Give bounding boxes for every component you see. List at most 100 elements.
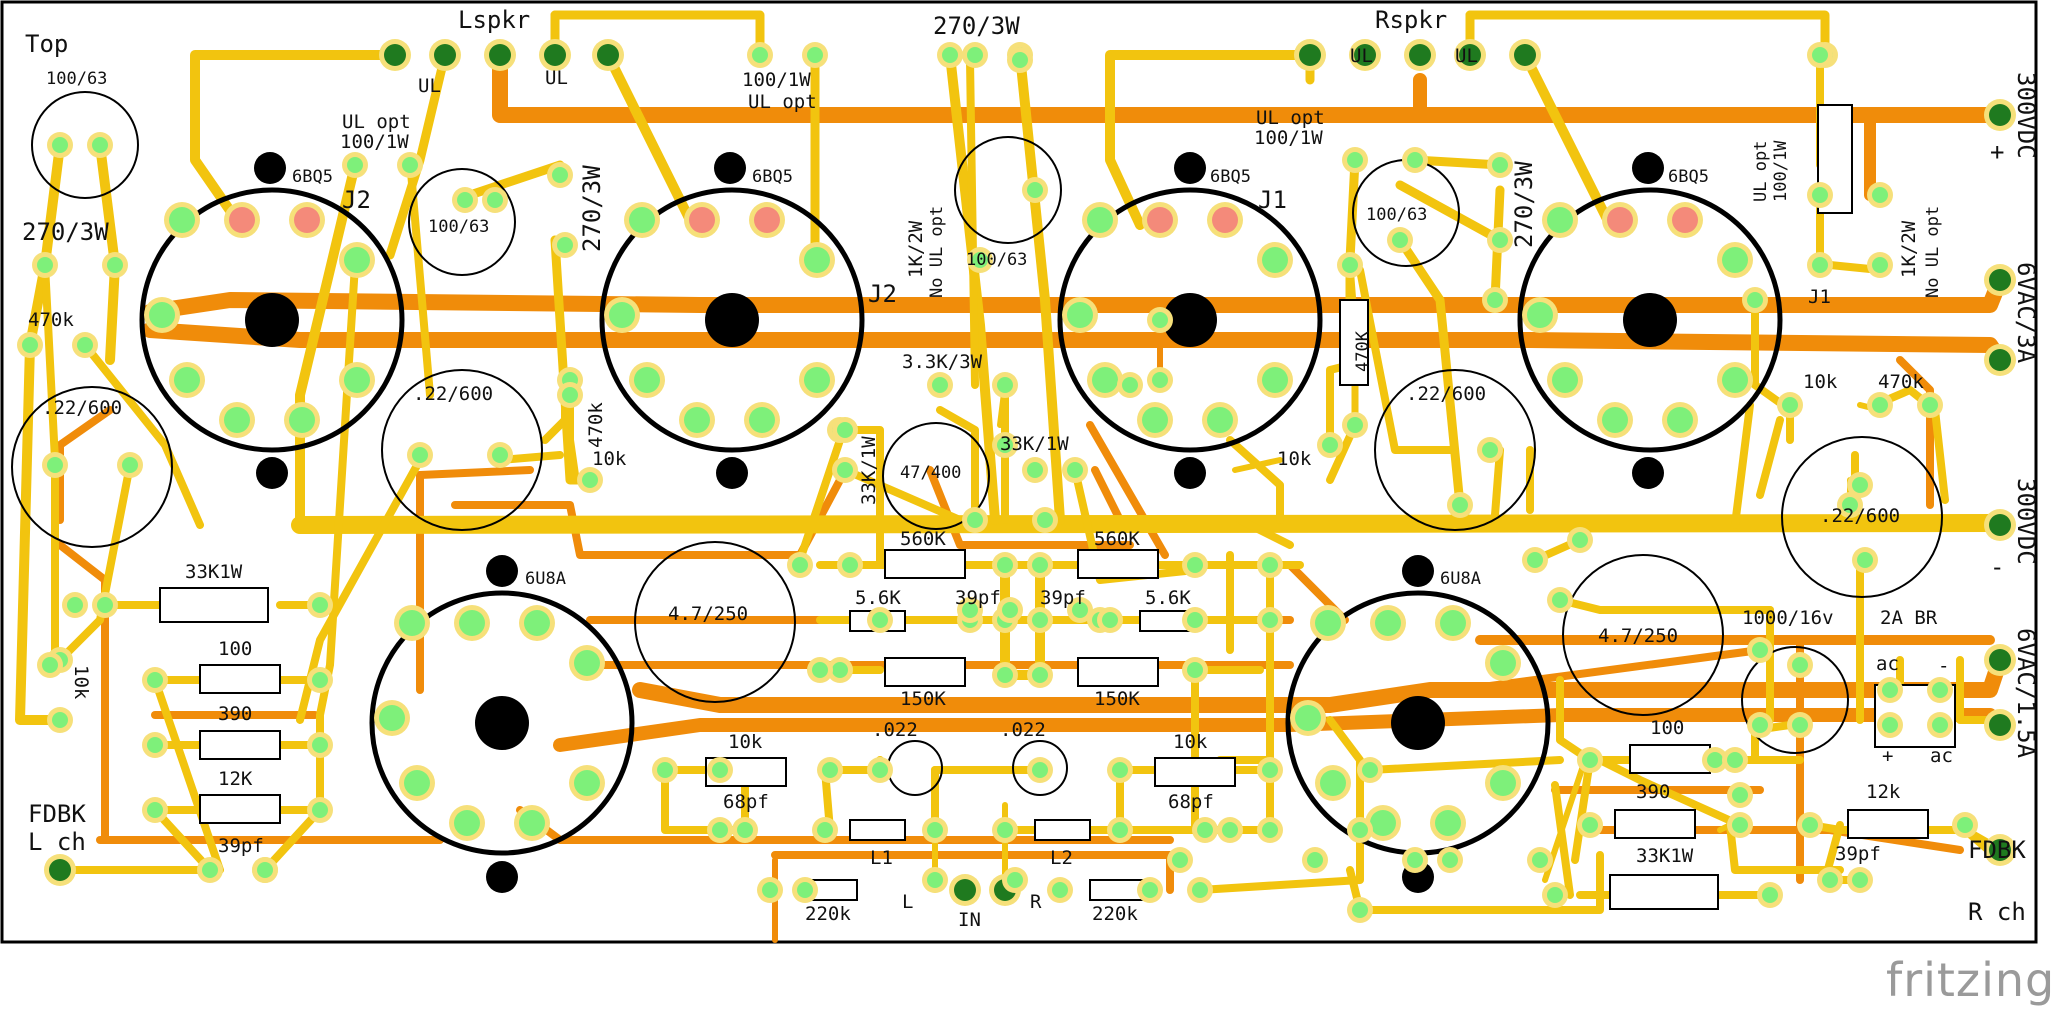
pad [544,44,566,66]
pad [1122,377,1138,393]
pad [1732,817,1748,833]
label-ul-2: UL [545,67,568,89]
pad [1527,552,1543,568]
pad [459,610,485,636]
pad [1722,367,1748,393]
label-r-220k-a: 220k [805,903,851,925]
pad [1514,44,1536,66]
label-300vdc-minus: 300VDC [2012,478,2040,565]
pad [1792,657,1808,673]
pad [872,612,888,628]
pad [997,377,1013,393]
pad [932,377,948,393]
label-r-33k-1w-mid: 33K/1W [1000,433,1069,455]
pad [1032,612,1048,628]
pad [972,252,988,268]
pad [1352,822,1368,838]
pad [629,207,655,233]
pad [792,557,808,573]
label-tube-6bq5-1: 6BQ5 [292,167,333,187]
pad [37,257,53,273]
label-br-ac-top: ac [1876,653,1899,675]
pad [1857,552,1873,568]
tube-socket-6bq5-4 [1517,152,1783,489]
pad [1052,882,1068,898]
pad [312,737,328,753]
pad [492,447,508,463]
pad [1342,257,1358,273]
pad [842,557,858,573]
pad [1957,817,1973,833]
pad [797,882,813,898]
label-r-470k-b: 470k [585,402,607,448]
pad [967,512,983,528]
pad [1315,610,1341,636]
label-r-10k-b: 10k [592,448,627,470]
pad [412,447,428,463]
label-r-100-1w-c: 100/1W [1254,127,1323,149]
pad [997,822,1013,838]
label-lspkr: Lspkr [458,6,530,34]
pad [597,44,619,66]
label-r-390-left: 390 [218,703,252,725]
label-l1: L1 [870,847,893,869]
pad [1442,852,1458,868]
label-br-minus: - [1938,655,1949,677]
label-c-022-b: .022 [1000,719,1046,741]
pad [404,770,430,796]
label-r-470k-left: 470k [28,309,74,331]
pad-red [229,207,255,233]
pad [1092,367,1118,393]
label-c-100-63-c: 100/63 [966,250,1027,270]
pad [1932,717,1948,733]
label-c-22-600-b: .22/600 [413,383,493,405]
pad [1989,104,2011,126]
label-rspkr: Rspkr [1375,6,1447,34]
label-c-100-63-a: 100/63 [46,69,107,89]
pad [1459,44,1481,66]
pad [169,207,195,233]
label-r-560k-b: 560K [1094,528,1140,550]
pad [1547,207,1573,233]
pad [1197,822,1213,838]
label-c-100-63-b: 100/63 [428,217,489,237]
label-r-100-1w-d: 100/1W [1771,140,1791,202]
pad [1032,557,1048,573]
pad [1989,514,2011,536]
pad [1872,397,1888,413]
pad [942,47,958,63]
pad [122,457,138,473]
pad [804,367,830,393]
resistor-bodies [159,104,1956,910]
label-in-l: L [902,891,913,913]
pad [1822,872,1838,888]
pad [1067,302,1093,328]
label-ul-opt-c: UL opt [1256,107,1325,129]
pad-red [1672,207,1698,233]
label-r-220k-b: 220k [1092,903,1138,925]
pad [379,705,405,731]
pad [1882,717,1898,733]
pad [289,407,315,433]
pad [817,822,833,838]
tube-socket-6bq5-2 [599,152,865,489]
pad [1392,232,1408,248]
label-r-560k-a: 560K [900,528,946,550]
label-6vac-3a: 6VAC/3A [2012,262,2040,364]
pad [1547,887,1563,903]
label-in-r: R [1030,891,1042,913]
pad [762,882,778,898]
pad [634,367,660,393]
label-r-33k1w-right: 33K1W [1636,845,1694,867]
pad [524,610,550,636]
label-ul-opt-a: UL opt [748,91,817,113]
pad [927,872,943,888]
pad [837,422,853,438]
label-c-39pf-b: 39pf [1040,587,1086,609]
pad [1187,662,1203,678]
pad [312,672,328,688]
label-fdbk-r: FDBK [1968,836,2026,864]
pad [1192,882,1208,898]
label-j1-right: J1 [1808,286,1831,308]
label-tube-6u8a-1: 6U8A [525,569,566,589]
